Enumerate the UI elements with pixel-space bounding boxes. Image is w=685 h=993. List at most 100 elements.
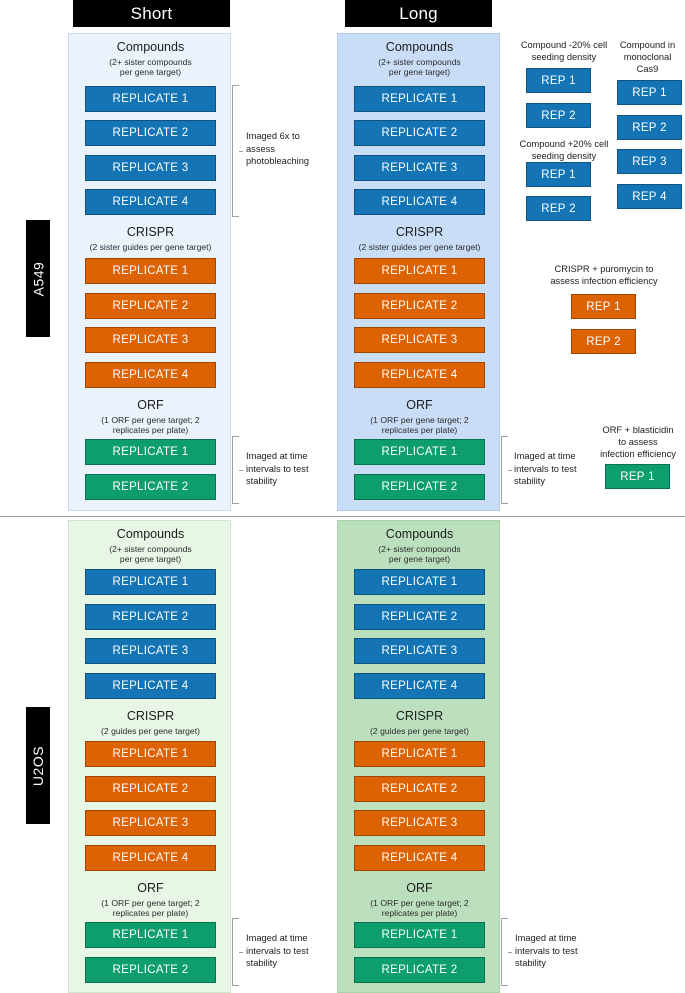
section-title-crispr: CRISPR <box>126 225 175 239</box>
replicate-box-crispr-1[interactable]: REPLICATE 1 <box>85 741 216 767</box>
replicate-box-compounds-4[interactable]: REPLICATE 4 <box>85 673 216 699</box>
replicate-box-compounds-1[interactable]: REPLICATE 1 <box>85 569 216 595</box>
replicate-box-crispr-3[interactable]: REPLICATE 3 <box>85 810 216 836</box>
replicate-box-crispr-2[interactable]: REPLICATE 2 <box>354 293 485 319</box>
replicate-box-crispr-4[interactable]: REPLICATE 4 <box>354 362 485 388</box>
replicate-box-compounds-2[interactable]: REPLICATE 2 <box>354 120 485 146</box>
annotation-stability-u2os-short: Imaged at time intervals to test stabili… <box>246 932 336 970</box>
panel-u2os-long: Compounds (2+ sister compounds per gene … <box>337 520 500 993</box>
annotation-stability-u2os-short-line3: stability <box>246 958 278 969</box>
rep-box-seeding-minus-2[interactable]: REP 2 <box>526 103 591 128</box>
rep-box-seeding-minus-1[interactable]: REP 1 <box>526 68 591 93</box>
annotation-stability-a549-short: Imaged at time intervals to test stabili… <box>246 450 336 488</box>
annotation-stability-u2os-long: Imaged at time intervals to test stabili… <box>515 932 605 970</box>
rep-box-monoclonal-2[interactable]: REP 2 <box>617 115 682 140</box>
replicate-box-compounds-1[interactable]: REPLICATE 1 <box>85 86 216 112</box>
replicate-box-crispr-3[interactable]: REPLICATE 3 <box>354 810 485 836</box>
rep-box-seeding-plus-1[interactable]: REP 1 <box>526 162 591 187</box>
replicate-box-compounds-4[interactable]: REPLICATE 4 <box>354 673 485 699</box>
caption-blasticidin: ORF + blasticidin to assess infection ef… <box>591 424 685 460</box>
caption-seeding-minus-line1: Compound -20% cell <box>520 40 608 50</box>
replicate-box-orf-1[interactable]: REPLICATE 1 <box>85 439 216 465</box>
replicate-box-compounds-1[interactable]: REPLICATE 1 <box>354 86 485 112</box>
panel-u2os-short: Compounds (2+ sister compounds per gene … <box>68 520 231 993</box>
section-subtitle-compounds-line2: per gene target) <box>119 67 182 77</box>
replicate-box-compounds-4[interactable]: REPLICATE 4 <box>354 189 485 215</box>
annotation-stability-a549-long-line3: stability <box>514 476 546 487</box>
replicate-box-orf-1[interactable]: REPLICATE 1 <box>354 439 485 465</box>
section-subtitle-compounds-line1: (2+ sister compounds <box>109 57 192 67</box>
annotation-stability-u2os-short-line2: intervals to test <box>246 945 309 956</box>
replicate-box-crispr-1[interactable]: REPLICATE 1 <box>354 258 485 284</box>
replicate-box-crispr-3[interactable]: REPLICATE 3 <box>354 327 485 353</box>
replicate-box-crispr-1[interactable]: REPLICATE 1 <box>85 258 216 284</box>
rep-box-seeding-plus-2[interactable]: REP 2 <box>526 196 591 221</box>
annotation-photobleaching: Imaged 6x to assess photobleaching <box>246 130 332 168</box>
section-title-orf: ORF <box>137 398 164 412</box>
replicate-box-compounds-2[interactable]: REPLICATE 2 <box>354 604 485 630</box>
condition-header-long: Long <box>345 0 492 27</box>
caption-seeding-plus-line2: seeding density <box>531 151 597 161</box>
section-subtitle-compounds-line2: per gene target) <box>388 554 451 564</box>
replicate-box-crispr-1[interactable]: REPLICATE 1 <box>354 741 485 767</box>
annotation-stability-u2os-long-line1: Imaged at time <box>515 933 577 943</box>
bracket-stability-a549-short <box>232 436 243 504</box>
section-subtitle-compounds-line1: (2+ sister compounds <box>378 57 461 67</box>
caption-puromycin: CRISPR + puromycin to assess infection e… <box>524 263 684 287</box>
replicate-box-orf-2[interactable]: REPLICATE 2 <box>354 474 485 500</box>
annotation-stability-u2os-long-line2: intervals to test <box>515 945 578 956</box>
replicate-box-crispr-2[interactable]: REPLICATE 2 <box>85 776 216 802</box>
rep-box-monoclonal-1[interactable]: REP 1 <box>617 80 682 105</box>
section-subtitle-compounds-line2: per gene target) <box>119 554 182 564</box>
replicate-box-crispr-2[interactable]: REPLICATE 2 <box>85 293 216 319</box>
replicate-box-compounds-3[interactable]: REPLICATE 3 <box>85 638 216 664</box>
replicate-box-crispr-4[interactable]: REPLICATE 4 <box>354 845 485 871</box>
rep-box-blasticidin-1[interactable]: REP 1 <box>605 464 670 489</box>
section-subtitle-compounds-line2: per gene target) <box>388 67 451 77</box>
annotation-stability-u2os-long-line3: stability <box>515 958 547 969</box>
caption-seeding-plus-line1: Compound +20% cell <box>519 139 609 149</box>
caption-blasticidin-line3: infection efficiency <box>600 449 676 459</box>
annotation-stability-a549-long-line1: Imaged at time <box>514 451 576 461</box>
section-subtitle-crispr: (2 guides per gene target) <box>101 726 200 736</box>
annotation-stability-a549-short-line3: stability <box>246 476 278 487</box>
condition-header-short-label: Short <box>130 3 173 23</box>
rep-box-monoclonal-4[interactable]: REP 4 <box>617 184 682 209</box>
replicate-box-compounds-3[interactable]: REPLICATE 3 <box>354 155 485 181</box>
replicate-box-compounds-2[interactable]: REPLICATE 2 <box>85 120 216 146</box>
section-subtitle-orf-line2: replicates per plate) <box>381 425 458 435</box>
replicate-box-crispr-4[interactable]: REPLICATE 4 <box>85 362 216 388</box>
section-subtitle-orf-line2: replicates per plate) <box>112 425 189 435</box>
rep-box-puromycin-2[interactable]: REP 2 <box>571 329 636 354</box>
section-subtitle-orf-line2: replicates per plate) <box>112 908 189 918</box>
caption-monoclonal-line2: monoclonal <box>623 52 672 62</box>
rep-box-puromycin-1[interactable]: REP 1 <box>571 294 636 319</box>
section-subtitle-crispr: (2 sister guides per gene target) <box>89 242 212 252</box>
replicate-box-orf-1[interactable]: REPLICATE 1 <box>85 922 216 948</box>
panel-a549-long: Compounds (2+ sister compounds per gene … <box>337 33 500 511</box>
section-subtitle-orf-line1: (1 ORF per gene target; 2 <box>370 415 469 425</box>
replicate-box-orf-2[interactable]: REPLICATE 2 <box>354 957 485 983</box>
panel-a549-short: Compounds (2+ sister compounds per gene … <box>68 33 231 511</box>
caption-blasticidin-line2: to assess <box>618 437 658 447</box>
replicate-box-compounds-4[interactable]: REPLICATE 4 <box>85 189 216 215</box>
rep-box-monoclonal-3[interactable]: REP 3 <box>617 149 682 174</box>
replicate-box-crispr-4[interactable]: REPLICATE 4 <box>85 845 216 871</box>
replicate-box-crispr-2[interactable]: REPLICATE 2 <box>354 776 485 802</box>
section-subtitle-compounds-line1: (2+ sister compounds <box>109 544 192 554</box>
replicate-box-orf-2[interactable]: REPLICATE 2 <box>85 474 216 500</box>
replicate-box-compounds-2[interactable]: REPLICATE 2 <box>85 604 216 630</box>
section-subtitle-compounds-line1: (2+ sister compounds <box>378 544 461 554</box>
replicate-box-compounds-3[interactable]: REPLICATE 3 <box>85 155 216 181</box>
section-title-compounds: Compounds <box>116 527 185 541</box>
section-subtitle-crispr: (2 guides per gene target) <box>370 726 469 736</box>
replicate-box-orf-2[interactable]: REPLICATE 2 <box>85 957 216 983</box>
caption-seeding-minus: Compound -20% cell seeding density <box>512 39 616 63</box>
replicate-box-crispr-3[interactable]: REPLICATE 3 <box>85 327 216 353</box>
replicate-box-compounds-3[interactable]: REPLICATE 3 <box>354 638 485 664</box>
cell-line-label-a549: A549 <box>30 261 47 296</box>
replicate-box-orf-1[interactable]: REPLICATE 1 <box>354 922 485 948</box>
cell-line-bar-a549: A549 <box>26 220 50 337</box>
annotation-photobleaching-line2: assess <box>246 143 275 154</box>
replicate-box-compounds-1[interactable]: REPLICATE 1 <box>354 569 485 595</box>
